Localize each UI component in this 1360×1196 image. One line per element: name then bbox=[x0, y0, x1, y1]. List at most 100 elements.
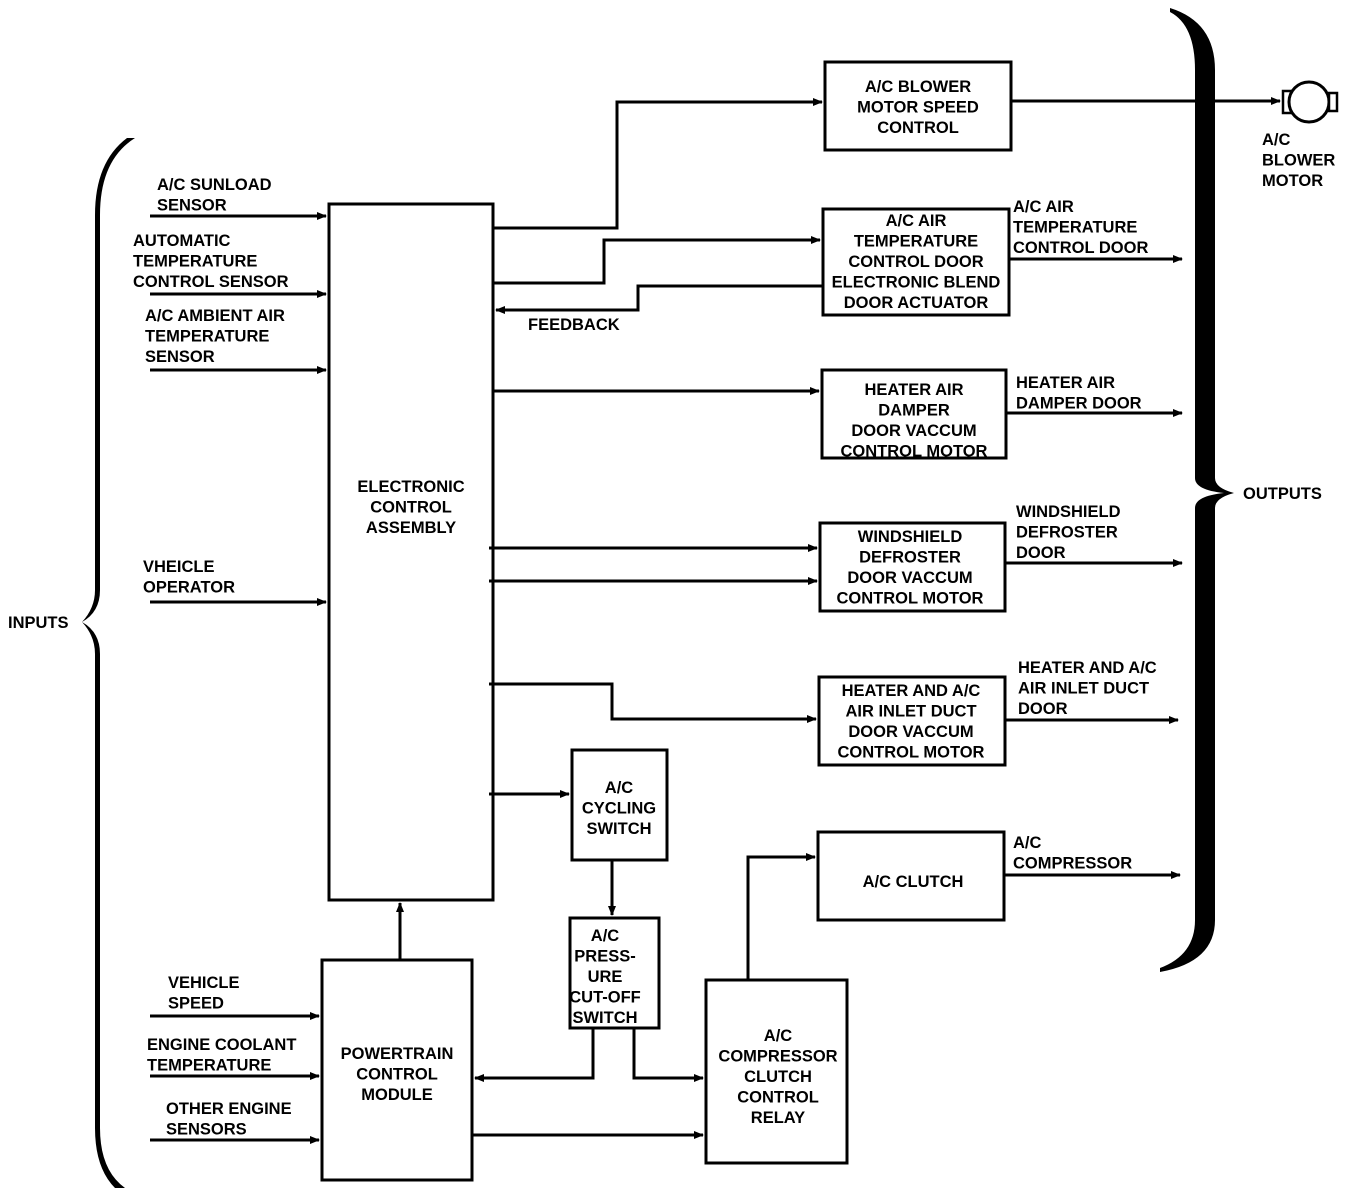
cutoff-switch-label-line: SWITCH bbox=[572, 1009, 637, 1027]
powertrain-control-module-box bbox=[320, 958, 474, 1182]
inlet-duct-motor-label-line: DOOR VACCUM bbox=[848, 723, 973, 741]
heater-damper-label-line: DAMPER bbox=[878, 402, 950, 420]
eca-label-line: ASSEMBLY bbox=[366, 519, 456, 537]
blend-actuator-label-line: TEMPERATURE bbox=[854, 233, 978, 251]
inlet-duct-motor-label-line: AIR INLET DUCT bbox=[845, 703, 976, 721]
damper-door-label: HEATER AIR DAMPER DOOR bbox=[1016, 374, 1142, 413]
cutoff-switch-label-line: URE bbox=[588, 968, 623, 986]
sunload-sensor-label-line: SENSOR bbox=[157, 197, 227, 215]
cycling-switch-label-line: SWITCH bbox=[586, 820, 651, 838]
heater-damper-label-line: CONTROL MOTOR bbox=[841, 443, 988, 461]
ac-clutch-label: A/C CLUTCH bbox=[863, 873, 964, 891]
outputs-label: OUTPUTS bbox=[1243, 485, 1322, 503]
temp-door-label-line: TEMPERATURE bbox=[1013, 219, 1137, 237]
blower-speed-control-box bbox=[823, 60, 1013, 152]
sunload-sensor-label-line: A/C SUNLOAD bbox=[157, 176, 272, 194]
inlet-duct-motor-label: HEATER AND A/C AIR INLET DUCT DOOR VACCUM C… bbox=[838, 682, 985, 762]
defroster-door-label-line: DOOR bbox=[1016, 544, 1066, 562]
cutoff-switch-label-line: A/C bbox=[591, 927, 620, 945]
blower-control-label-line: MOTOR SPEED bbox=[857, 99, 979, 117]
relay-label-line: CLUTCH bbox=[744, 1068, 812, 1086]
pressure-cutoff-switch-box bbox=[568, 916, 661, 1030]
inlet-duct-motor-label-line: HEATER AND A/C bbox=[842, 682, 981, 700]
ambient-sensor-label-line: TEMPERATURE bbox=[145, 328, 269, 346]
inputs-brace bbox=[82, 138, 135, 1188]
heater-damper-label-line: DOOR VACCUM bbox=[851, 422, 976, 440]
blower-motor-label-line: A/C bbox=[1262, 131, 1291, 149]
input-arrows bbox=[150, 212, 327, 1144]
blower-control-label-line: CONTROL bbox=[877, 119, 959, 137]
windshield-motor-label-line: DOOR VACCUM bbox=[847, 569, 972, 587]
blend-actuator-label-line: CONTROL DOOR bbox=[848, 253, 983, 271]
relay-label-line: A/C bbox=[764, 1027, 793, 1045]
pcm-label-line: POWERTRAIN bbox=[341, 1045, 454, 1063]
inlet-duct-motor-box bbox=[817, 675, 1007, 767]
auto-temp-sensor-label-line: AUTOMATIC bbox=[133, 232, 231, 250]
other-sensors-label-line: SENSORS bbox=[166, 1121, 247, 1139]
vehicle-speed-label-line: SPEED bbox=[168, 995, 224, 1013]
heater-damper-label: HEATER AIR DAMPER DOOR VACCUM CONTROL MOTOR bbox=[841, 381, 988, 461]
vehicle-speed-label-line: VEHICLE bbox=[168, 974, 240, 992]
inlet-duct-motor-label-line: CONTROL MOTOR bbox=[838, 744, 985, 762]
cutoff-switch-label-line: PRESS- bbox=[574, 948, 635, 966]
auto-temp-sensor-label: AUTOMATIC TEMPERATURE CONTROL SENSOR bbox=[133, 232, 289, 291]
inlet-door-label-line: AIR INLET DUCT bbox=[1018, 680, 1149, 698]
blower-motor-icon bbox=[1281, 80, 1339, 124]
vehicle-speed-label: VEHICLE SPEED bbox=[168, 974, 240, 1013]
defroster-door-label-line: WINDSHIELD bbox=[1016, 503, 1121, 521]
windshield-defroster-motor-box bbox=[818, 521, 1007, 613]
coolant-temp-label-line: ENGINE COOLANT bbox=[147, 1036, 296, 1054]
vehicle-operator-label-line: OPERATOR bbox=[143, 579, 235, 597]
blower-control-label: A/C BLOWER MOTOR SPEED CONTROL bbox=[857, 78, 979, 137]
electronic-control-assembly-box bbox=[327, 202, 495, 902]
blower-control-label-line: A/C BLOWER bbox=[865, 78, 971, 96]
compressor-label: A/C COMPRESSOR bbox=[1013, 834, 1132, 873]
feedback-label: FEEDBACK bbox=[528, 316, 620, 334]
output-arrows bbox=[1004, 97, 1281, 879]
ac-clutch-box bbox=[816, 830, 1006, 922]
compressor-label-line: COMPRESSOR bbox=[1013, 855, 1132, 873]
auto-temp-sensor-label-line: CONTROL SENSOR bbox=[133, 273, 289, 291]
damper-door-label-line: DAMPER DOOR bbox=[1016, 395, 1142, 413]
windshield-motor-label-line: WINDSHIELD bbox=[858, 528, 963, 546]
blower-motor-label: A/C BLOWER MOTOR bbox=[1262, 131, 1335, 190]
cycling-switch-label-line: A/C bbox=[605, 779, 634, 797]
cycling-switch-box bbox=[570, 748, 669, 862]
blower-motor-label-line: MOTOR bbox=[1262, 172, 1323, 190]
relay-label-line: CONTROL bbox=[737, 1089, 819, 1107]
lower-connectors bbox=[396, 853, 816, 1139]
damper-door-label-line: HEATER AIR bbox=[1016, 374, 1115, 392]
outputs-brace bbox=[1160, 8, 1234, 972]
relay-label-line: COMPRESSOR bbox=[718, 1048, 837, 1066]
relay-label: A/C COMPRESSOR CLUTCH CONTROL RELAY bbox=[718, 1027, 837, 1127]
eca-label-line: ELECTRONIC bbox=[357, 478, 464, 496]
temp-door-label-line: CONTROL DOOR bbox=[1013, 239, 1148, 257]
compressor-clutch-relay-box bbox=[704, 978, 849, 1165]
ac-clutch-label-line: A/C CLUTCH bbox=[863, 873, 964, 891]
blend-actuator-label-line: ELECTRONIC BLEND bbox=[832, 274, 1001, 292]
blower-motor-label-line: BLOWER bbox=[1262, 152, 1335, 170]
inlet-door-label-line: DOOR bbox=[1018, 700, 1068, 718]
pcm-label-line: MODULE bbox=[361, 1086, 433, 1104]
blend-door-actuator-box bbox=[821, 207, 1011, 317]
blend-actuator-label-line: A/C AIR bbox=[886, 212, 947, 230]
relay-label-line: RELAY bbox=[751, 1109, 805, 1127]
heater-damper-label-line: HEATER AIR bbox=[865, 381, 964, 399]
ambient-sensor-label-line: SENSOR bbox=[145, 348, 215, 366]
compressor-label-line: A/C bbox=[1013, 834, 1042, 852]
auto-temp-sensor-label-line: TEMPERATURE bbox=[133, 253, 257, 271]
